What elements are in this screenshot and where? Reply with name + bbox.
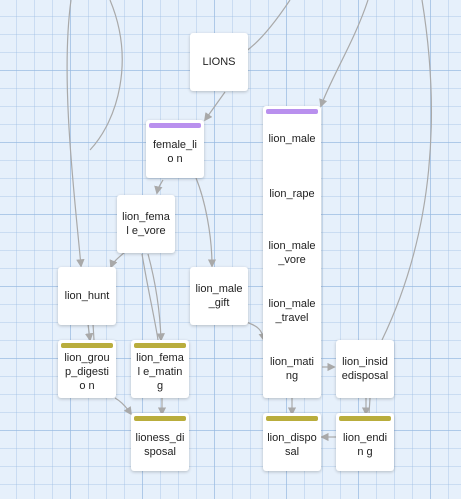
edge-male-gift-to-mating [245,321,267,342]
node-label: lion_grou p_digestio n [64,352,110,392]
node-lion-disposal[interactable]: lion_dispo sal [263,413,321,471]
node-label: lion_male _travel [268,298,316,324]
node-label: lion_endin g [342,432,388,458]
olive-tag [61,343,113,348]
edge-lion-hunt-to-group-digestion [84,323,94,342]
node-label: lion_male [268,133,316,145]
edge-female-vore-to-female-mating-2 [141,253,159,341]
edge-top-to-lion-male-vore [89,0,123,151]
purple-tag [266,109,318,114]
node-lion-hunt[interactable]: lion_hunt [58,267,116,325]
node-lioness-disposal[interactable]: lioness_di sposal [131,413,189,471]
node-label: lion_femal e_vore [122,211,170,237]
node-stack-lion-male [263,106,321,398]
node-lion-male-gift[interactable]: lion_male _gift [190,267,248,325]
node-label: LIONS [202,56,236,68]
olive-tag [266,416,318,421]
edge-group-digestion-to-lioness-disposal [114,397,132,416]
node-female-lion[interactable]: female_lio n [146,120,204,178]
purple-tag [149,123,201,128]
edge-female-lion-to-female-vore [154,179,164,195]
edge-top-to-lion-male [319,0,369,108]
node-lions[interactable]: LIONS [190,33,248,91]
node-label: lion_male _vore [268,240,316,266]
edge-top-right-down [381,0,432,341]
node-lion-mating[interactable]: lion_mati ng [263,340,321,398]
node-label: lion_dispo sal [267,432,317,458]
node-lion-insidedisposal[interactable]: lion_insid edisposal [336,340,394,398]
node-label: lion_rape [269,188,315,200]
node-label: lion_hunt [64,290,110,302]
olive-tag [134,416,186,421]
node-lion-rape[interactable]: lion_rape [263,165,321,223]
edge-female-vore-to-female-mating [147,253,165,342]
node-label: lion_insid edisposal [341,356,389,382]
edge-female-lion-to-male-gift [195,177,217,268]
node-label: female_lio n [152,139,198,165]
node-label: lion_femal e_mating [136,352,184,392]
node-lion-ending[interactable]: lion_endin g [336,413,394,471]
node-label: lion_mati ng [269,356,315,382]
edge-top-to-lions [244,0,291,53]
olive-tag [339,416,391,421]
edge-insidedisposal-to-lion-ending-2 [368,397,371,415]
olive-tag [134,343,186,348]
node-lion-group-digestion[interactable]: lion_grou p_digestio n [58,340,116,398]
node-label: lioness_di sposal [135,432,185,458]
node-lion-female-vore[interactable]: lion_femal e_vore [117,195,175,253]
edge-female-vore-to-lion-hunt [109,251,126,269]
node-label: lion_male _gift [195,283,243,309]
node-lion-female-mating[interactable]: lion_femal e_mating [131,340,189,398]
edge-top-to-lion-hunt [66,0,85,268]
edge-lions-to-female-lion [204,91,226,122]
edge-lion-hunt-to-group-digestion-2 [92,323,95,341]
node-lion-male[interactable]: lion_male [263,110,321,168]
node-lion-male-vore[interactable]: lion_male _vore [263,224,321,282]
node-lion-male-travel[interactable]: lion_male _travel [263,282,321,340]
